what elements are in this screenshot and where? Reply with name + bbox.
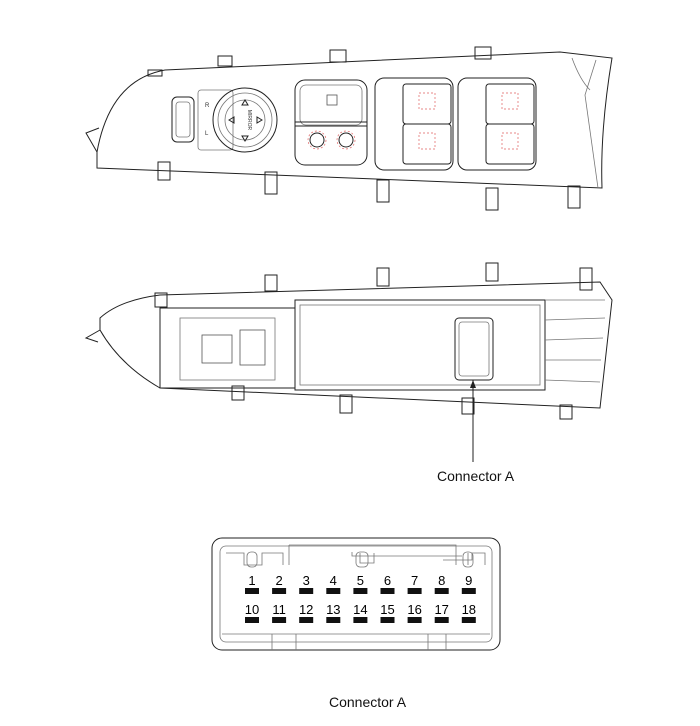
pin-number: 3 — [303, 573, 310, 588]
pin-number: 8 — [438, 573, 445, 588]
pin-number: 1 — [248, 573, 255, 588]
pin-terminal — [380, 588, 395, 594]
pin-number: 7 — [411, 573, 418, 588]
left-text: L — [205, 131, 209, 137]
pin-number: 12 — [299, 602, 313, 617]
pin-terminal — [299, 617, 314, 623]
switch-top-view: MIRROR L R — [85, 46, 613, 211]
pin-number: 6 — [384, 573, 391, 588]
pin-number: 16 — [407, 602, 421, 617]
pin-number: 13 — [326, 602, 340, 617]
pin-terminal — [353, 617, 368, 623]
pin-number: 18 — [462, 602, 476, 617]
pin-terminal — [353, 588, 368, 594]
pin-number: 10 — [245, 602, 259, 617]
pin-terminal — [434, 617, 449, 623]
pin-terminal — [299, 588, 314, 594]
pin-terminal — [461, 588, 476, 594]
pin-terminal — [434, 588, 449, 594]
pin-number: 2 — [275, 573, 282, 588]
pin-number: 15 — [380, 602, 394, 617]
pin-terminal — [380, 617, 395, 623]
pin-number: 5 — [357, 573, 364, 588]
pin-terminal — [326, 588, 341, 594]
pin-terminal — [272, 588, 287, 594]
pin-terminal — [245, 588, 259, 594]
connector-a-callout: Connector A — [437, 468, 515, 484]
pin-terminal — [407, 617, 422, 623]
pin-terminal — [272, 617, 287, 623]
pin-number: 9 — [465, 573, 472, 588]
switch-rear-view — [84, 262, 613, 462]
pin-terminal — [326, 617, 341, 623]
pin-number: 14 — [353, 602, 367, 617]
mirror-text: MIRROR — [246, 110, 252, 131]
pin-terminal — [245, 617, 259, 623]
pin-terminal — [407, 588, 422, 594]
right-text: R — [205, 103, 210, 109]
pin-number: 11 — [272, 602, 286, 617]
pin-number: 4 — [330, 573, 337, 588]
pin-terminal — [461, 617, 476, 623]
connector-a-caption: Connector A — [329, 694, 407, 710]
pin-number: 17 — [434, 602, 448, 617]
